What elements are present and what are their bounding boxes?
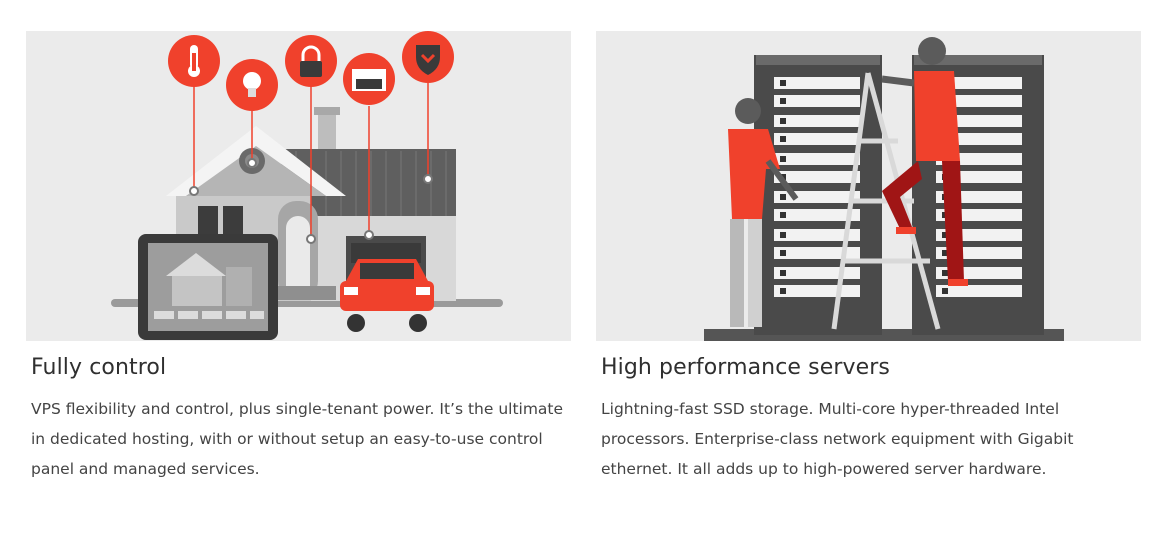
feature-card-high-performance-servers: High performance servers Lightning-fast … [596, 31, 1141, 484]
feature-description: Lightning-fast SSD storage. Multi-core h… [601, 400, 1074, 478]
thermometer-icon [168, 35, 220, 87]
padlock-icon [285, 35, 337, 87]
car-illustration [340, 259, 434, 332]
feature-title: Fully control [31, 355, 167, 380]
feature-card-fully-control: Fully control VPS flexibility and contro… [26, 31, 571, 484]
shield-icon [402, 31, 454, 83]
lightbulb-icon [226, 59, 278, 111]
technician-standing [728, 98, 799, 327]
feature-title: High performance servers [601, 355, 890, 380]
technician-on-ladder [881, 37, 968, 286]
garage-door-icon [343, 53, 395, 105]
server-rack-illustration [596, 31, 1141, 341]
smart-home-illustration [26, 31, 571, 341]
tablet-illustration [138, 234, 278, 340]
feature-description: VPS flexibility and control, plus single… [31, 400, 564, 478]
